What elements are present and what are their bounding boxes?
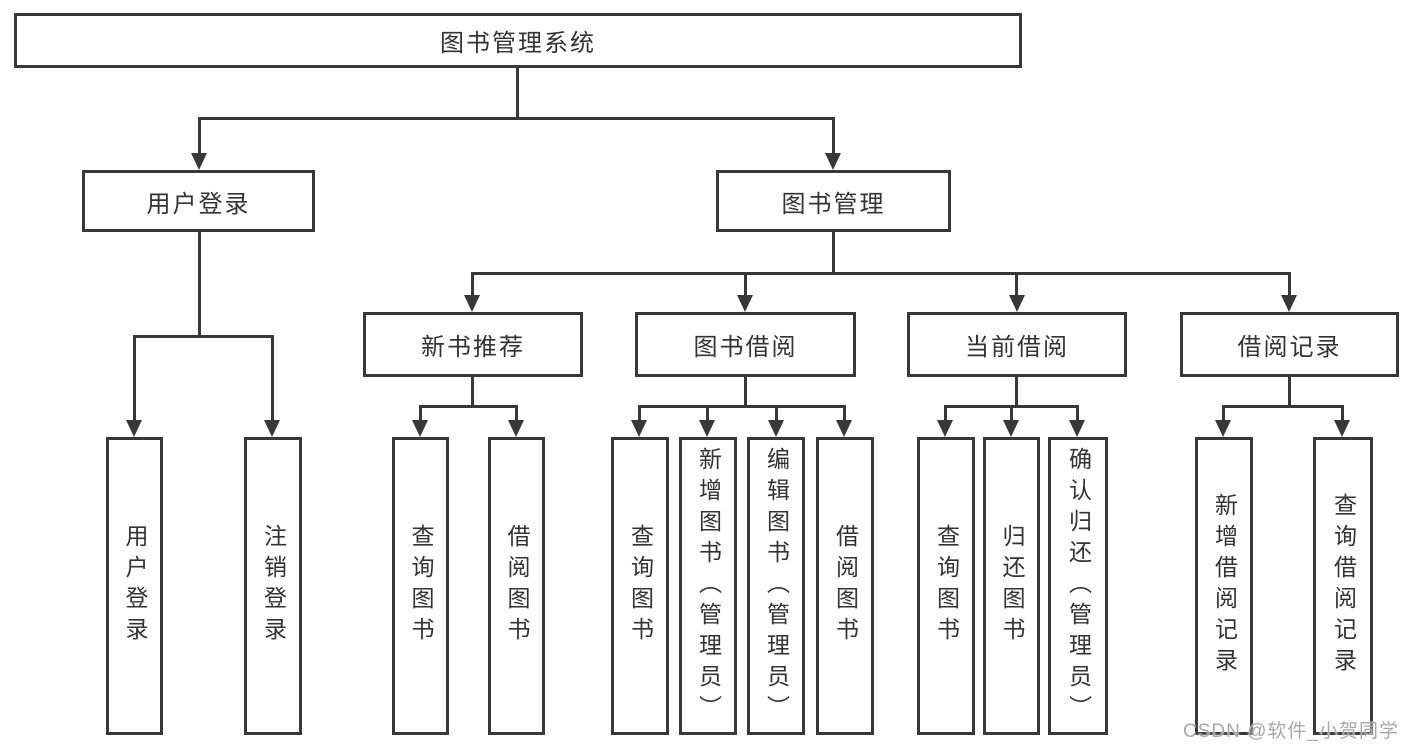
leaf-edit-books-admin: 编辑图书（管理员） (747, 437, 805, 735)
arrowhead-icon (1215, 420, 1231, 437)
connector-line (638, 405, 846, 408)
leaf-borrow-books-recommend-label: 借阅图书 (504, 524, 530, 648)
arrowhead-icon (1281, 295, 1297, 312)
connector-line (198, 117, 201, 155)
arrowhead-icon (937, 420, 953, 437)
connector-line (133, 335, 136, 422)
leaf-search-books-borrowing-label: 查询图书 (627, 524, 654, 648)
node-book-management: 图书管理 (716, 170, 951, 232)
arrowhead-icon (264, 420, 280, 437)
arrowhead-icon (631, 420, 647, 437)
leaf-add-books-admin-label: 新增图书（管理员） (695, 446, 722, 726)
node-user-login-label: 用户登录 (146, 190, 251, 218)
leaf-search-books-borrowing: 查询图书 (611, 437, 669, 735)
leaf-search-books-current: 查询图书 (917, 437, 975, 735)
connector-line (744, 377, 747, 408)
connector-line (706, 405, 709, 422)
connector-line (419, 405, 422, 422)
connector-line (1015, 272, 1018, 297)
arrowhead-icon (464, 295, 480, 312)
connector-line (775, 405, 778, 422)
node-current-borrowing: 当前借阅 (907, 312, 1127, 377)
leaf-edit-books-admin-label: 编辑图书（管理员） (763, 446, 790, 726)
node-borrowing-records-label: 借阅记录 (1237, 334, 1342, 361)
leaf-borrow-books-recommend: 借阅图书 (488, 437, 545, 735)
connector-line (832, 117, 835, 155)
connector-line (198, 232, 201, 338)
leaf-return-books: 归还图书 (983, 437, 1040, 735)
leaf-search-borrow-record-label: 查询借阅记录 (1330, 493, 1357, 679)
leaf-borrow-books-borrowing-label: 借阅图书 (832, 524, 859, 648)
connector-line (471, 272, 474, 297)
connector-line (944, 405, 947, 422)
leaf-logout-label: 注销登录 (260, 524, 287, 648)
leaf-search-borrow-record: 查询借阅记录 (1313, 437, 1373, 735)
node-borrowing-records: 借阅记录 (1180, 312, 1399, 377)
connector-line (843, 405, 846, 422)
node-new-book-recommendation: 新书推荐 (363, 312, 583, 377)
connector-line (1341, 405, 1344, 422)
connector-line (1076, 405, 1079, 422)
connector-line (198, 117, 835, 120)
node-book-borrowing: 图书借阅 (635, 312, 856, 377)
leaf-search-books-recommend: 查询图书 (392, 437, 449, 735)
arrowhead-icon (412, 420, 428, 437)
node-user-login: 用户登录 (82, 170, 315, 232)
connector-line (1222, 405, 1344, 408)
connector-line (471, 377, 474, 408)
arrowhead-icon (699, 420, 715, 437)
leaf-confirm-return-admin-label: 确认归还（管理员） (1065, 446, 1092, 726)
leaf-search-books-current-label: 查询图书 (933, 524, 960, 648)
leaf-return-books-label: 归还图书 (999, 524, 1025, 648)
connector-line (1288, 377, 1291, 408)
node-book-borrowing-label: 图书借阅 (693, 334, 798, 361)
connector-line (516, 68, 519, 117)
arrowhead-icon (126, 420, 142, 437)
leaf-search-books-recommend-label: 查询图书 (408, 524, 434, 648)
connector-line (419, 405, 518, 408)
connector-line (1222, 405, 1225, 422)
arrowhead-icon (1009, 295, 1025, 312)
node-root-label: 图书管理系统 (440, 30, 596, 57)
connector-line (638, 405, 641, 422)
leaf-user-login: 用户登录 (106, 437, 163, 735)
node-current-borrowing-label: 当前借阅 (965, 334, 1069, 361)
arrowhead-icon (768, 420, 784, 437)
leaf-add-borrow-record: 新增借阅记录 (1195, 437, 1253, 735)
arrowhead-icon (1069, 420, 1085, 437)
arrowhead-icon (737, 295, 753, 312)
connector-line (271, 335, 274, 422)
connector-line (832, 232, 835, 275)
leaf-user-login-label: 用户登录 (122, 524, 148, 648)
connector-line (1015, 377, 1018, 408)
connector-line (1010, 405, 1013, 422)
leaf-borrow-books-borrowing: 借阅图书 (816, 437, 874, 735)
leaf-confirm-return-admin: 确认归还（管理员） (1048, 437, 1108, 735)
connector-line (515, 405, 518, 422)
node-root: 图书管理系统 (14, 13, 1022, 68)
csdn-watermark: CSDN @软件_小贺同学 (1183, 721, 1399, 742)
arrowhead-icon (191, 153, 207, 170)
arrowhead-icon (1334, 420, 1350, 437)
arrowhead-icon (836, 420, 852, 437)
arrowhead-icon (508, 420, 524, 437)
node-new-book-recommendation-label: 新书推荐 (421, 334, 525, 361)
connector-line (133, 335, 274, 338)
node-book-management-label: 图书管理 (781, 190, 886, 218)
leaf-add-books-admin: 新增图书（管理员） (679, 437, 737, 735)
arrowhead-icon (825, 153, 841, 170)
arrowhead-icon (1003, 420, 1019, 437)
connector-line (1288, 272, 1291, 297)
leaf-add-borrow-record-label: 新增借阅记录 (1211, 493, 1238, 679)
connector-line (471, 272, 1291, 275)
leaf-logout: 注销登录 (244, 437, 302, 735)
connector-line (744, 272, 747, 297)
